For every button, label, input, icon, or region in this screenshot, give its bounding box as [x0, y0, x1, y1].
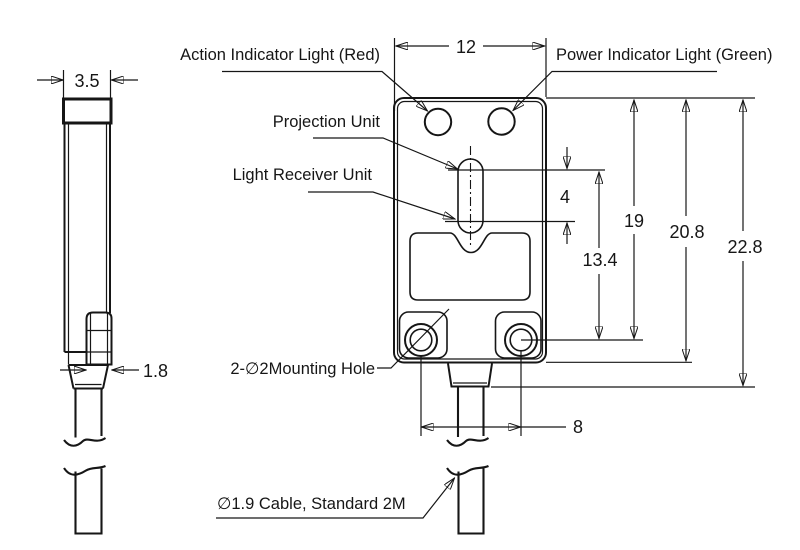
- leader-lines: [216, 70, 717, 519]
- dim-text-8: 8: [573, 417, 583, 437]
- label-mounting-hole: 2-∅2Mounting Hole: [230, 360, 375, 378]
- action-indicator-led: [423, 107, 453, 137]
- extension-lines: [62, 38, 755, 436]
- side-view: [62, 97, 113, 535]
- side-body-outline: [63, 123, 111, 352]
- dim-text-4: 4: [560, 187, 570, 207]
- front-cable-gland: [447, 363, 493, 388]
- side-cable: [74, 388, 103, 438]
- side-tab-detail: [86, 313, 112, 364]
- leader-projection-unit: [313, 137, 458, 169]
- dim-text-3_5: 3.5: [74, 71, 99, 91]
- front-cable-break: [446, 437, 490, 447]
- annotations: Action Indicator Light (Red) Power Indic…: [74, 37, 772, 513]
- leader-action-indicator: [222, 70, 428, 112]
- dim-text-13_4: 13.4: [582, 250, 617, 270]
- right-hole-boss: [494, 311, 542, 359]
- side-cable-end: [74, 468, 103, 535]
- left-mounting-hole: [404, 323, 438, 357]
- label-light-receiver: Light Receiver Unit: [233, 166, 373, 184]
- front-cable: [456, 386, 485, 437]
- side-strain-relief: [67, 364, 109, 390]
- dim-text-20_8: 20.8: [669, 222, 704, 242]
- leader-cable: [216, 478, 455, 519]
- side-body-inner: [67, 123, 108, 365]
- side-cable-break-2: [63, 465, 106, 476]
- front-cable-end: [457, 468, 485, 535]
- front-cable-break-2: [446, 465, 489, 476]
- dimension-lines: [37, 46, 743, 427]
- left-mounting-hole-inner: [409, 328, 433, 352]
- leader-mounting-hole: [377, 308, 450, 369]
- label-window: [409, 232, 531, 301]
- side-head: [62, 97, 113, 125]
- left-hole-boss: [398, 311, 448, 359]
- front-body-outline: [393, 97, 547, 364]
- leader-light-receiver: [308, 191, 455, 220]
- leader-power-indicator: [513, 70, 717, 111]
- front-body-inner: [396, 100, 544, 360]
- power-indicator-led: [487, 107, 516, 136]
- side-mounting-tab: [85, 311, 113, 366]
- dim-text-1_8: 1.8: [143, 361, 168, 381]
- label-cable: ∅1.9 Cable, Standard 2M: [217, 495, 406, 513]
- side-cable-break: [63, 437, 107, 447]
- label-power-indicator: Power Indicator Light (Green): [556, 46, 772, 64]
- label-action-indicator: Action Indicator Light (Red): [180, 46, 380, 64]
- label-projection-unit: Projection Unit: [273, 113, 381, 131]
- dim-text-22_8: 22.8: [727, 237, 762, 257]
- dim-text-12: 12: [456, 37, 476, 57]
- dim-text-19: 19: [624, 211, 644, 231]
- front-view: [393, 97, 547, 535]
